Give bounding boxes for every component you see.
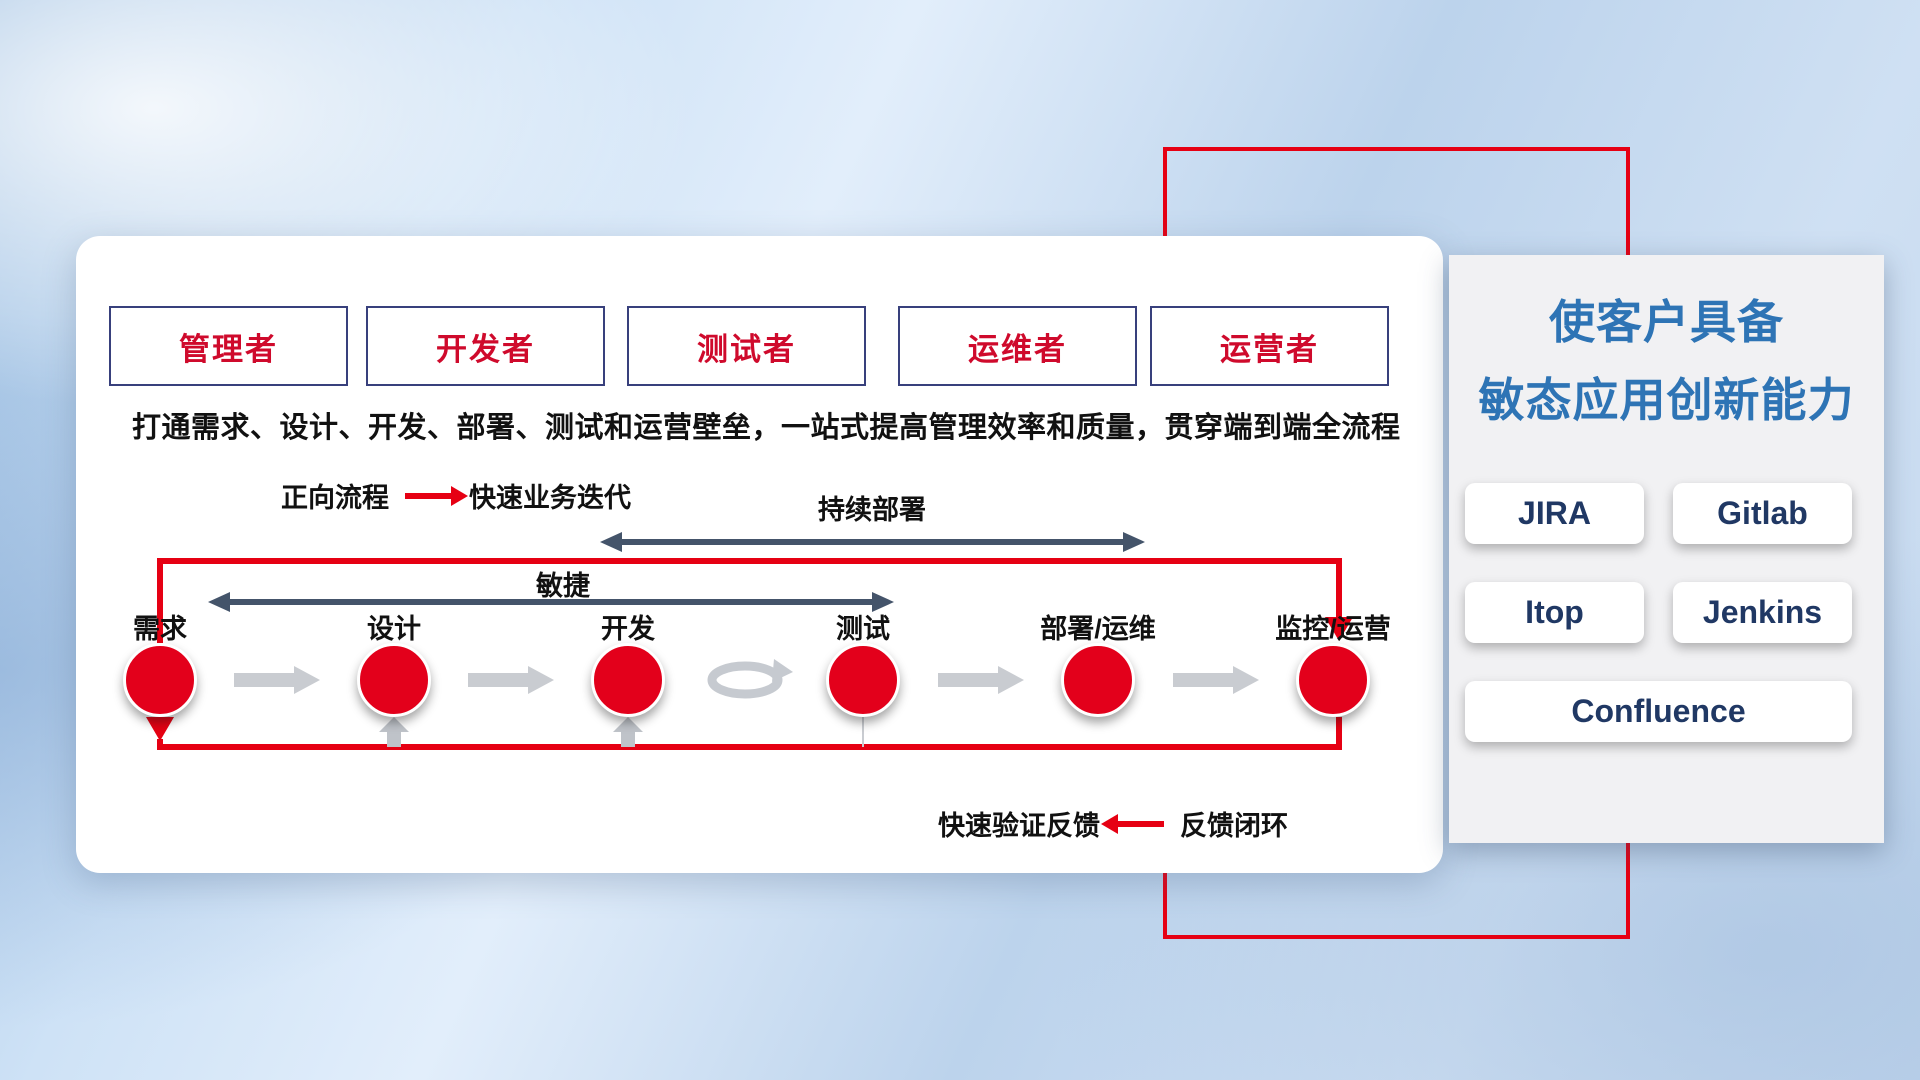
- role-label: 测试者: [697, 331, 796, 367]
- devops-flow-panel: 管理者 开发者 测试者 运维者 运营者 打通需求、设计、开发、部署、测试和运营壁…: [76, 236, 1443, 873]
- feedback-arrow-icon: [1101, 813, 1164, 834]
- stage-node-testing: [826, 643, 900, 717]
- stage-label-requirements: 需求: [133, 614, 187, 644]
- down-arrowhead-icon: [1325, 617, 1353, 641]
- tool-chip-jira: JIRA: [1465, 483, 1644, 544]
- role-label: 开发者: [436, 331, 535, 367]
- up-arrowhead-icon: [146, 717, 174, 741]
- stage-label-testing: 测试: [836, 614, 890, 644]
- stage-node-monitor-operations: [1296, 643, 1370, 717]
- capability-panel: 使客户具备 敏态应用创新能力 JIRA Gitlab Itop Jenkins …: [1449, 255, 1884, 843]
- capability-title-line2: 敏态应用创新能力: [1478, 374, 1855, 426]
- feedback-up-arrow: [379, 717, 409, 747]
- tool-chip-confluence: Confluence: [1465, 681, 1852, 742]
- agile-label: 敏捷: [536, 571, 590, 601]
- stage-label-deploy-ops: 部署/运维: [1040, 614, 1156, 644]
- continuous-deploy-range-arrow: [600, 532, 1145, 552]
- forward-legend-value: 快速业务迭代: [469, 483, 631, 513]
- role-box-tester: 测试者: [627, 306, 866, 386]
- feedback-legend-label: 快速验证反馈: [938, 811, 1100, 841]
- feedback-loop-line: [146, 717, 1342, 750]
- forward-legend: 正向流程 快速业务迭代: [281, 476, 631, 515]
- tool-label: Jenkins: [1702, 594, 1823, 630]
- feedback-legend-value: 反馈闭环: [1180, 811, 1288, 841]
- tool-chip-itop: Itop: [1465, 582, 1644, 643]
- tool-chip-gitlab: Gitlab: [1673, 483, 1852, 544]
- agile-range-arrow: [208, 592, 894, 612]
- iteration-loop-icon: [707, 659, 793, 699]
- forward-loop-line: [157, 558, 1353, 643]
- stage-label-design: 设计: [367, 614, 421, 644]
- tool-label: Confluence: [1571, 693, 1746, 729]
- stage-node-requirements: [123, 643, 197, 717]
- stage-node-deploy-ops: [1061, 643, 1135, 717]
- flow-arrow: [1173, 666, 1259, 694]
- stage-node-development: [591, 643, 665, 717]
- role-box-operator: 运营者: [1150, 306, 1389, 386]
- role-box-manager: 管理者: [109, 306, 348, 386]
- tool-label: Gitlab: [1717, 495, 1808, 531]
- stage-label-monitor-operations: 监控/运营: [1275, 614, 1391, 644]
- role-label: 管理者: [179, 331, 278, 367]
- tool-label: Itop: [1525, 594, 1584, 630]
- forward-arrow-icon: [405, 485, 468, 506]
- role-label: 运营者: [1220, 331, 1319, 367]
- role-box-ops: 运维者: [898, 306, 1137, 386]
- tool-chip-jenkins: Jenkins: [1673, 582, 1852, 643]
- flow-diagram-lines: [146, 532, 1353, 750]
- feedback-up-arrow: [613, 717, 643, 747]
- role-label: 运维者: [968, 331, 1067, 367]
- stage-node-design: [357, 643, 431, 717]
- forward-legend-label: 正向流程: [281, 483, 389, 513]
- panel-description: 打通需求、设计、开发、部署、测试和运营壁垒，一站式提高管理效率和质量，贯穿端到端…: [132, 412, 1401, 444]
- stage-label-development: 开发: [601, 614, 655, 644]
- capability-title-line1: 使客户具备: [1549, 296, 1784, 348]
- feedback-legend: 快速验证反馈 反馈闭环: [938, 804, 1288, 843]
- flow-arrow: [938, 666, 1024, 694]
- flow-arrow: [468, 666, 554, 694]
- continuous-deploy-label: 持续部署: [818, 495, 926, 525]
- tool-label: JIRA: [1518, 495, 1591, 531]
- role-box-developer: 开发者: [366, 306, 605, 386]
- flow-arrow: [234, 666, 320, 694]
